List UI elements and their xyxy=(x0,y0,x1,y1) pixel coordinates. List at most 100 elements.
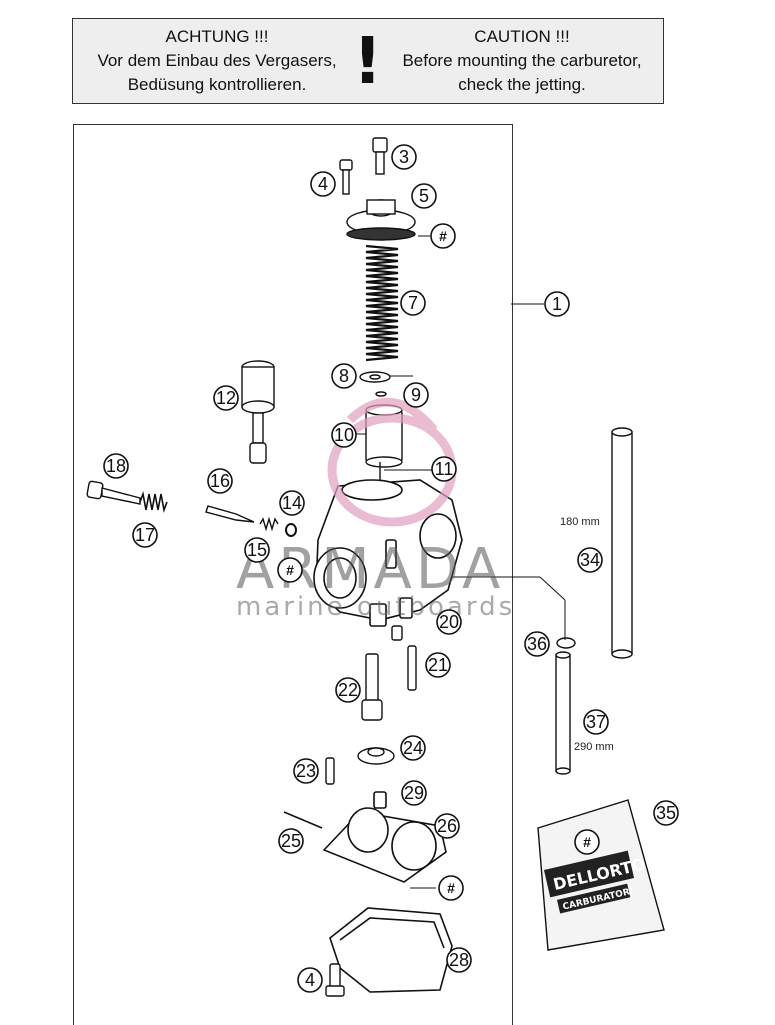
caution-english-line1: Before mounting the carburetor, xyxy=(402,51,642,70)
callout-34: 34 xyxy=(577,547,603,573)
svg-text:#: # xyxy=(286,562,294,578)
svg-text:26: 26 xyxy=(437,816,457,836)
part-34-hose xyxy=(611,427,633,659)
part-22-atomizer xyxy=(361,653,383,721)
callout-23: 23 xyxy=(293,758,319,784)
part-5-cover xyxy=(346,199,416,241)
callout-hash-cover: # xyxy=(430,223,456,249)
caution-english-line2: check the jetting. xyxy=(458,75,586,94)
svg-text:36: 36 xyxy=(527,634,547,654)
callout-29: 29 xyxy=(401,780,427,806)
svg-text:18: 18 xyxy=(106,456,126,476)
part-14-o-ring xyxy=(285,523,297,537)
callout-hash-body: # xyxy=(277,557,303,583)
svg-text:#: # xyxy=(439,228,447,244)
svg-text:12: 12 xyxy=(216,388,236,408)
callout-17: 17 xyxy=(132,522,158,548)
callout-35: 35 xyxy=(653,800,679,826)
part-4-screw-top xyxy=(339,159,353,195)
callout-hash-package: # xyxy=(574,829,600,855)
part-12-choke xyxy=(241,360,275,464)
svg-text:14: 14 xyxy=(282,493,302,513)
caution-english-heading: CAUTION !!! xyxy=(474,27,570,46)
callout-25: 25 xyxy=(278,828,304,854)
svg-text:37: 37 xyxy=(586,712,606,732)
svg-text:15: 15 xyxy=(247,540,267,560)
callout-24: 24 xyxy=(400,735,426,761)
svg-text:4: 4 xyxy=(305,970,315,990)
part-25-float-pin xyxy=(283,811,323,829)
callout-7: 7 xyxy=(400,290,426,316)
callout-3: 3 xyxy=(391,144,417,170)
callout-14: 14 xyxy=(279,490,305,516)
callout-22: 22 xyxy=(335,677,361,703)
caution-english: CAUTION !!! Before mounting the carburet… xyxy=(381,25,663,97)
svg-text:22: 22 xyxy=(338,680,358,700)
callout-12: 12 xyxy=(213,385,239,411)
part-7-spring xyxy=(365,244,399,362)
part-15-spring xyxy=(259,516,279,532)
callout-16: 16 xyxy=(207,468,233,494)
part-18-idle-screw xyxy=(86,480,141,505)
svg-text:#: # xyxy=(447,880,455,896)
part-35-jet-kit-package: DELLORTO CARBURATORI xyxy=(537,799,665,951)
svg-text:9: 9 xyxy=(411,385,421,405)
callout-21: 21 xyxy=(425,652,451,678)
part-17-spring xyxy=(139,491,168,513)
caution-german-line1: Vor dem Einbau des Vergasers, xyxy=(97,51,337,70)
svg-text:3: 3 xyxy=(399,147,409,167)
callout-9: 9 xyxy=(403,382,429,408)
svg-text:24: 24 xyxy=(403,738,423,758)
svg-text:#: # xyxy=(583,834,591,850)
svg-text:35: 35 xyxy=(656,803,676,823)
spring-coil xyxy=(365,244,399,362)
callout-4-bottom: 4 xyxy=(297,967,323,993)
hose-length-290: 290 mm xyxy=(574,741,614,753)
part-37-hose xyxy=(555,651,571,775)
svg-text:11: 11 xyxy=(435,459,454,479)
part-4-screw-bottom xyxy=(325,963,345,997)
part-21-needle-jet xyxy=(407,645,417,691)
callout-1: 1 xyxy=(544,291,570,317)
svg-text:25: 25 xyxy=(281,831,301,851)
part-16-air-screw xyxy=(205,505,255,523)
part-26-float xyxy=(322,791,447,883)
part-23-float-needle xyxy=(325,757,335,785)
svg-text:20: 20 xyxy=(439,612,459,632)
caution-box: ACHTUNG !!! Vor dem Einbau des Vergasers… xyxy=(72,18,664,104)
part-8-washer xyxy=(359,371,391,383)
watermark-subtitle: marine outboards xyxy=(236,592,515,622)
callout-37: 37 xyxy=(583,709,609,735)
part-3-screw xyxy=(372,137,388,175)
callout-8: 8 xyxy=(331,363,357,389)
svg-text:17: 17 xyxy=(135,525,155,545)
hose-length-180: 180 mm xyxy=(560,516,600,528)
callout-4-top: 4 xyxy=(310,171,336,197)
callout-26: 26 xyxy=(434,813,460,839)
callout-11: 11 xyxy=(431,456,457,482)
part-24-float-needle-seat xyxy=(357,747,395,765)
callout-28: 28 xyxy=(446,947,472,973)
caution-german-line2: Bedüsung kontrollieren. xyxy=(127,75,307,94)
svg-text:21: 21 xyxy=(428,655,448,675)
caution-german-heading: ACHTUNG !!! xyxy=(165,27,269,46)
assembly-frame xyxy=(73,124,513,1025)
callout-10: 10 xyxy=(331,422,357,448)
svg-text:5: 5 xyxy=(419,186,429,206)
svg-text:23: 23 xyxy=(296,761,316,781)
svg-text:1: 1 xyxy=(552,294,562,314)
callout-20: 20 xyxy=(436,609,462,635)
svg-text:28: 28 xyxy=(449,950,469,970)
svg-text:34: 34 xyxy=(580,550,600,570)
callout-18: 18 xyxy=(103,453,129,479)
svg-text:16: 16 xyxy=(210,471,230,491)
svg-text:8: 8 xyxy=(339,366,349,386)
svg-text:7: 7 xyxy=(408,293,418,313)
svg-text:29: 29 xyxy=(404,783,424,803)
callout-hash-float: # xyxy=(438,875,464,901)
svg-text:4: 4 xyxy=(318,174,328,194)
part-36-clamp xyxy=(556,637,576,649)
part-20-jet xyxy=(391,625,403,641)
callout-5: 5 xyxy=(411,183,437,209)
